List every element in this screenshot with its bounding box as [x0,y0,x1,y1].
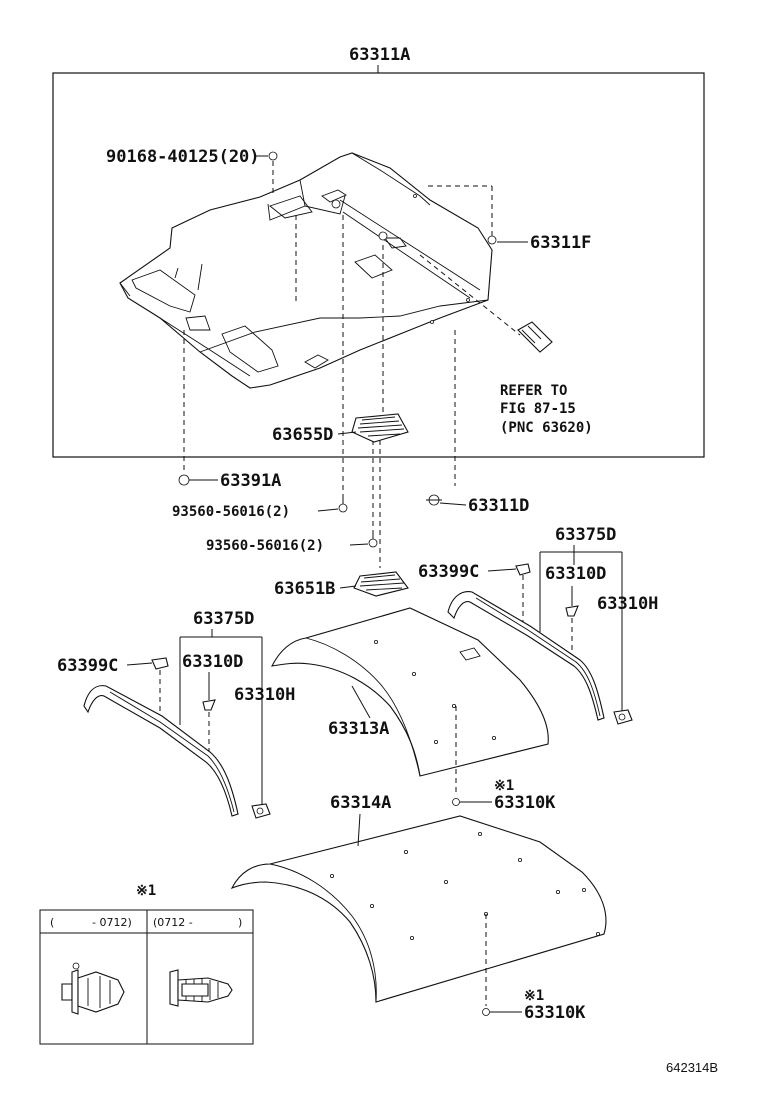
label-clip-63311D: 63311D [468,496,529,516]
pad-63651B-icon [353,571,409,597]
diagram-code: 642314B [666,1060,718,1075]
clip-63310H-right-icon [613,709,633,725]
label-screw-93560-a: 93560-56016(2) [172,504,290,520]
push-clip-new-icon [169,969,233,1007]
label-clip-63310H-right: 63310H [597,594,658,614]
clip-63310D-right-icon [565,605,579,617]
label-screw-93560-b: 93560-56016(2) [206,538,324,554]
clip-63311F-icon [487,232,497,245]
label-clip-63310H-left: 63310H [234,685,295,705]
clip-63311D-icon [426,494,442,506]
headliner-assy-frame [52,72,705,458]
pad-63655D-icon [351,413,409,443]
label-pad-63655D: 63655D [272,425,333,445]
push-clip-old-icon [61,962,125,1015]
inset-col2-close: ) [238,916,242,929]
label-headliner-63313A: 63313A [328,719,389,739]
label-headliner-assy: 63311A [349,45,410,65]
clip-63310D-left-icon [202,699,216,711]
clip-63310K-lower-icon [482,1008,490,1016]
screw-93560-a-icon [338,498,348,513]
label-clip-63310K-lower: 63310K [524,1003,586,1023]
label-clip-63391A: 63391A [220,471,281,491]
label-garnish-left: 63375D [193,609,254,629]
label-clip-63310K-upper: 63310K [494,793,556,813]
inset-col1-open: ( [50,916,54,929]
inset-col1-range: - 0712) [92,916,132,929]
label-garnish-right: 63375D [555,525,616,545]
headliner-63314A-drawing [230,815,607,1003]
garnish-right-drawing [447,591,605,721]
note-mark-2: ※1 [524,988,544,1004]
refer-note-line1: REFER TO [500,383,567,399]
clip-63310K-upper-icon [452,798,460,806]
inset-clip-table [39,909,254,1045]
garnish-left-drawing [83,685,239,817]
label-screw-90168: 90168-40125(20) [106,147,260,167]
label-headliner-63314A: 63314A [330,793,391,813]
inset-note-mark: ※1 [136,883,156,899]
headliner-63313A-drawing [271,607,549,777]
clip-63399C-left-icon [151,657,169,670]
roof-headliner-drawing [119,152,493,389]
refer-note-line2: FIG 87-15 [500,401,576,417]
dome-light-icon [517,321,553,353]
label-clip-63399C-left: 63399C [57,656,118,676]
screw-93560-b-icon [368,534,378,548]
note-mark-1: ※1 [494,778,514,794]
clip-63399C-right-icon [515,563,531,576]
label-clip-63310D-left: 63310D [182,652,243,672]
screw-90168-icon [268,151,278,161]
clip-63310H-left-icon [251,803,271,819]
inset-col2-range: (0712 - [153,916,193,929]
label-pad-63651B: 63651B [274,579,335,599]
clip-63391A-icon [178,474,190,486]
label-clip-63311F: 63311F [530,233,591,253]
refer-note-line3: (PNC 63620) [500,420,593,436]
label-clip-63399C-right: 63399C [418,562,479,582]
label-clip-63310D-right: 63310D [545,564,606,584]
